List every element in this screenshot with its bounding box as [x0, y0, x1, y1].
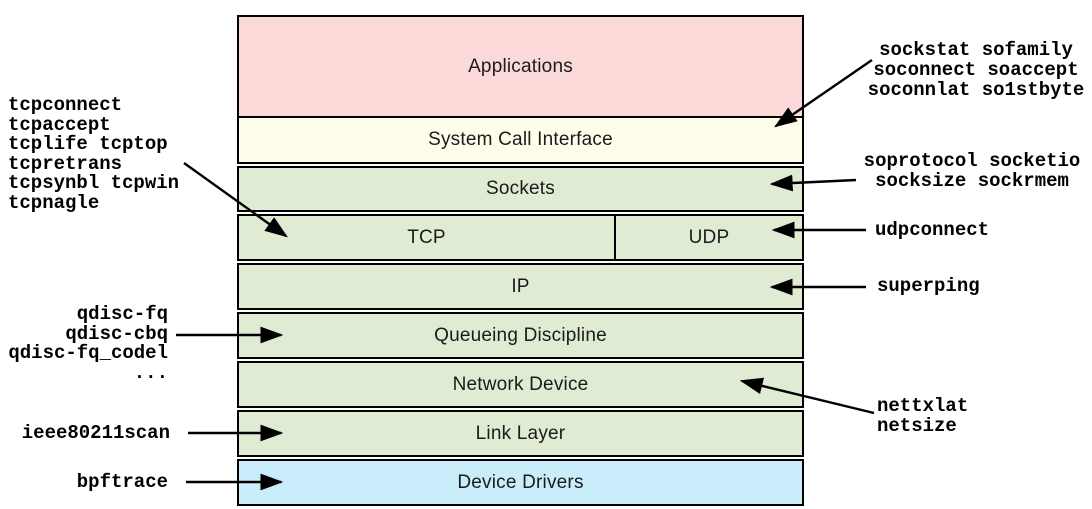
- layer-udp: UDP: [614, 214, 804, 261]
- label-socket-tools: soprotocol socketio socksize sockrmem: [863, 150, 1081, 192]
- layer-ip-label: IP: [511, 275, 530, 297]
- layer-applications-label: Applications: [468, 55, 573, 77]
- label-syscall-tools: sockstat sofamily soconnect soaccept soc…: [867, 39, 1085, 101]
- layer-ip: IP: [237, 263, 804, 310]
- layer-network-device-label: Network Device: [452, 373, 589, 395]
- label-qdisc-tools: qdisc-fq qdisc-cbq qdisc-fq_codel ...: [8, 303, 168, 384]
- label-udpconnect: udpconnect: [875, 219, 990, 241]
- layer-system-call-interface-label: System Call Interface: [428, 129, 613, 150]
- layer-queueing-discipline-label: Queueing Discipline: [434, 324, 607, 346]
- label-superping: superping: [877, 275, 980, 297]
- label-net-tools: nettxlat netsize: [877, 395, 969, 437]
- layer-queueing-discipline: Queueing Discipline: [237, 312, 804, 359]
- layer-sockets-label: Sockets: [486, 178, 555, 199]
- layer-network-device: Network Device: [237, 361, 804, 408]
- label-bpftrace: bpftrace: [76, 471, 168, 493]
- layer-applications: Applications: [237, 15, 804, 118]
- layer-device-drivers: Device Drivers: [237, 459, 804, 506]
- layer-udp-label: UDP: [688, 226, 730, 248]
- layer-link-layer: Link Layer: [237, 410, 804, 457]
- label-tcp-tools: tcpconnect tcpaccept tcplife tcptop tcpr…: [8, 94, 180, 214]
- label-ieee80211scan: ieee80211scan: [21, 422, 170, 444]
- layer-tcp-label: TCP: [407, 226, 446, 248]
- layer-sockets: Sockets: [237, 166, 804, 212]
- layer-tcp: TCP: [237, 214, 616, 261]
- layer-system-call-interface: System Call Interface: [237, 116, 804, 164]
- layer-device-drivers-label: Device Drivers: [457, 471, 584, 493]
- layer-link-layer-label: Link Layer: [475, 422, 566, 444]
